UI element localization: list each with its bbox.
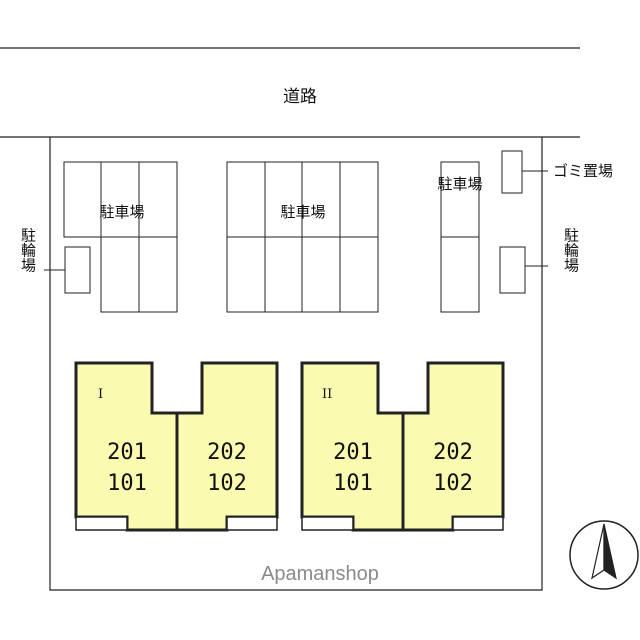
building-2: II 201 101 202 102 <box>300 361 505 532</box>
building-2-name: II <box>322 387 332 402</box>
parking-label-b: 駐車場 <box>280 203 325 221</box>
bicycle-parking-label-left: 駐輪場 <box>19 228 37 273</box>
building-2-unit-101: 101 <box>333 471 373 496</box>
building-2-balcony-right <box>452 516 504 531</box>
bicycle-parking-label-right: 駐輪場 <box>562 228 580 273</box>
building-2-unit-102: 102 <box>433 471 473 496</box>
watermark: Apamanshop <box>261 563 379 585</box>
building-2-unit-201: 201 <box>333 440 373 465</box>
road-label: 道路 <box>283 87 317 107</box>
parking-label-a: 駐車場 <box>99 203 144 221</box>
north-arrow-icon <box>569 520 639 590</box>
building-2-balcony-left <box>301 516 354 531</box>
building-1-unit-201: 201 <box>107 440 147 465</box>
parking-label-c-line: 駐車場 <box>437 175 482 193</box>
garbage-label: ゴミ置場 <box>553 162 613 180</box>
garbage-area <box>501 150 523 194</box>
building-1-unit-101: 101 <box>107 471 147 496</box>
building-2-unit-202: 202 <box>433 440 473 465</box>
bicycle-parking-right <box>499 246 526 294</box>
parking-lot-c <box>440 161 480 313</box>
site-boundary <box>49 137 543 591</box>
parking-lot-a <box>63 161 178 313</box>
building-1-balcony-right <box>226 516 278 531</box>
building-1-name: I <box>98 387 103 402</box>
parking-lot-b <box>226 161 379 313</box>
building-1-balcony-left <box>75 516 128 531</box>
building-1-unit-202: 202 <box>207 440 247 465</box>
building-1-unit-102: 102 <box>207 471 247 496</box>
parking-label-c: 駐車場 <box>437 175 482 193</box>
bicycle-parking-left <box>64 246 91 294</box>
building-1: I 201 101 202 102 <box>74 361 279 532</box>
